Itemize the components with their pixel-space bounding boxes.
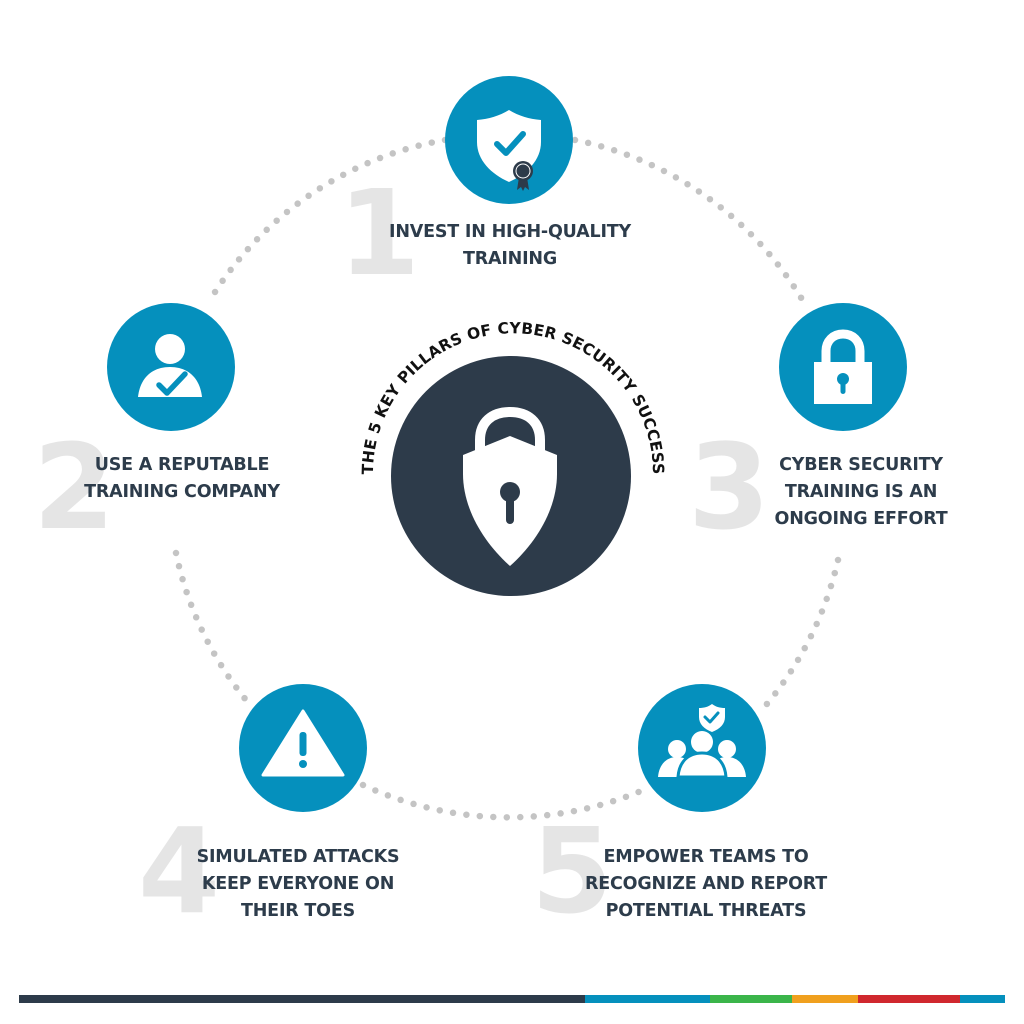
padlock-icon: [814, 329, 872, 404]
pillar-2-line-2: TRAINING COMPANY: [84, 482, 280, 502]
user-check-icon: [138, 334, 202, 397]
bar-segment-orange: [792, 995, 858, 1003]
pillar-4-line-2: KEEP EVERYONE ON: [201, 874, 395, 894]
pillar-1-line-2: TRAINING: [462, 249, 558, 269]
pillar-number-3: 3: [688, 418, 770, 556]
pillar-5-line-2: RECOGNIZE AND REPORT: [585, 874, 827, 894]
pillar-5-line-3: POTENTIAL THREATS: [605, 901, 807, 921]
pillar-3-line-2: TRAINING IS AN: [784, 482, 938, 502]
pillar-number-2: 2: [33, 418, 115, 556]
pillar-4-line-1: SIMULATED ATTACKS: [196, 847, 400, 867]
pillar-number-5: 5: [531, 802, 613, 940]
shield-check-award-icon: [477, 110, 541, 191]
bar-segment-green: [710, 995, 792, 1003]
pillar-3-line-1: CYBER SECURITY: [779, 455, 943, 475]
pillar-5-icon-circle: [638, 684, 766, 812]
arc-4-5: [359, 781, 652, 821]
pillar-2-text: USE A REPUTABLE TRAINING COMPANY: [62, 452, 302, 506]
bar-segment-navy: [19, 995, 585, 1003]
arc-1-3: [571, 136, 810, 310]
bar-segment-blue-end: [960, 995, 1005, 1003]
pillar-3-text: CYBER SECURITY TRAINING IS AN ONGOING EF…: [752, 452, 970, 533]
arc-2-4: [172, 549, 250, 704]
pillar-1-text: INVEST IN HIGH-QUALITY TRAINING: [352, 219, 668, 273]
pillar-3-icon-circle: [779, 303, 907, 431]
warning-triangle-icon: [261, 709, 345, 777]
pillar-4-icon-circle: [239, 684, 367, 812]
pillar-number-1: 1: [338, 164, 420, 302]
bar-segment-blue: [585, 995, 710, 1003]
shield-lock-icon: [463, 406, 557, 566]
pillar-4-line-3: THEIR TOES: [241, 901, 355, 921]
pillar-2-icon-circle: [107, 303, 235, 431]
pillar-2-line-1: USE A REPUTABLE: [94, 455, 270, 475]
title-text: THE 5 KEY PILLARS OF CYBER SECURITY SUCC…: [359, 319, 667, 475]
team-shield-icon: [658, 704, 746, 779]
pillar-number-4: 4: [138, 802, 220, 940]
bottom-color-bar: [19, 995, 1005, 1003]
pillar-3-line-3: ONGOING EFFORT: [774, 509, 948, 529]
pillar-5-text: EMPOWER TEAMS TO RECOGNIZE AND REPORT PO…: [556, 844, 856, 925]
arc-1-2: [206, 136, 449, 304]
pillar-1-icon-circle: [445, 76, 573, 204]
center-circle: [391, 356, 631, 596]
pillar-5-line-1: EMPOWER TEAMS TO: [603, 847, 809, 867]
pillar-1-line-1: INVEST IN HIGH-QUALITY: [389, 222, 631, 242]
pillar-4-text: SIMULATED ATTACKS KEEP EVERYONE ON THEIR…: [168, 844, 428, 925]
bar-segment-red: [858, 995, 960, 1003]
